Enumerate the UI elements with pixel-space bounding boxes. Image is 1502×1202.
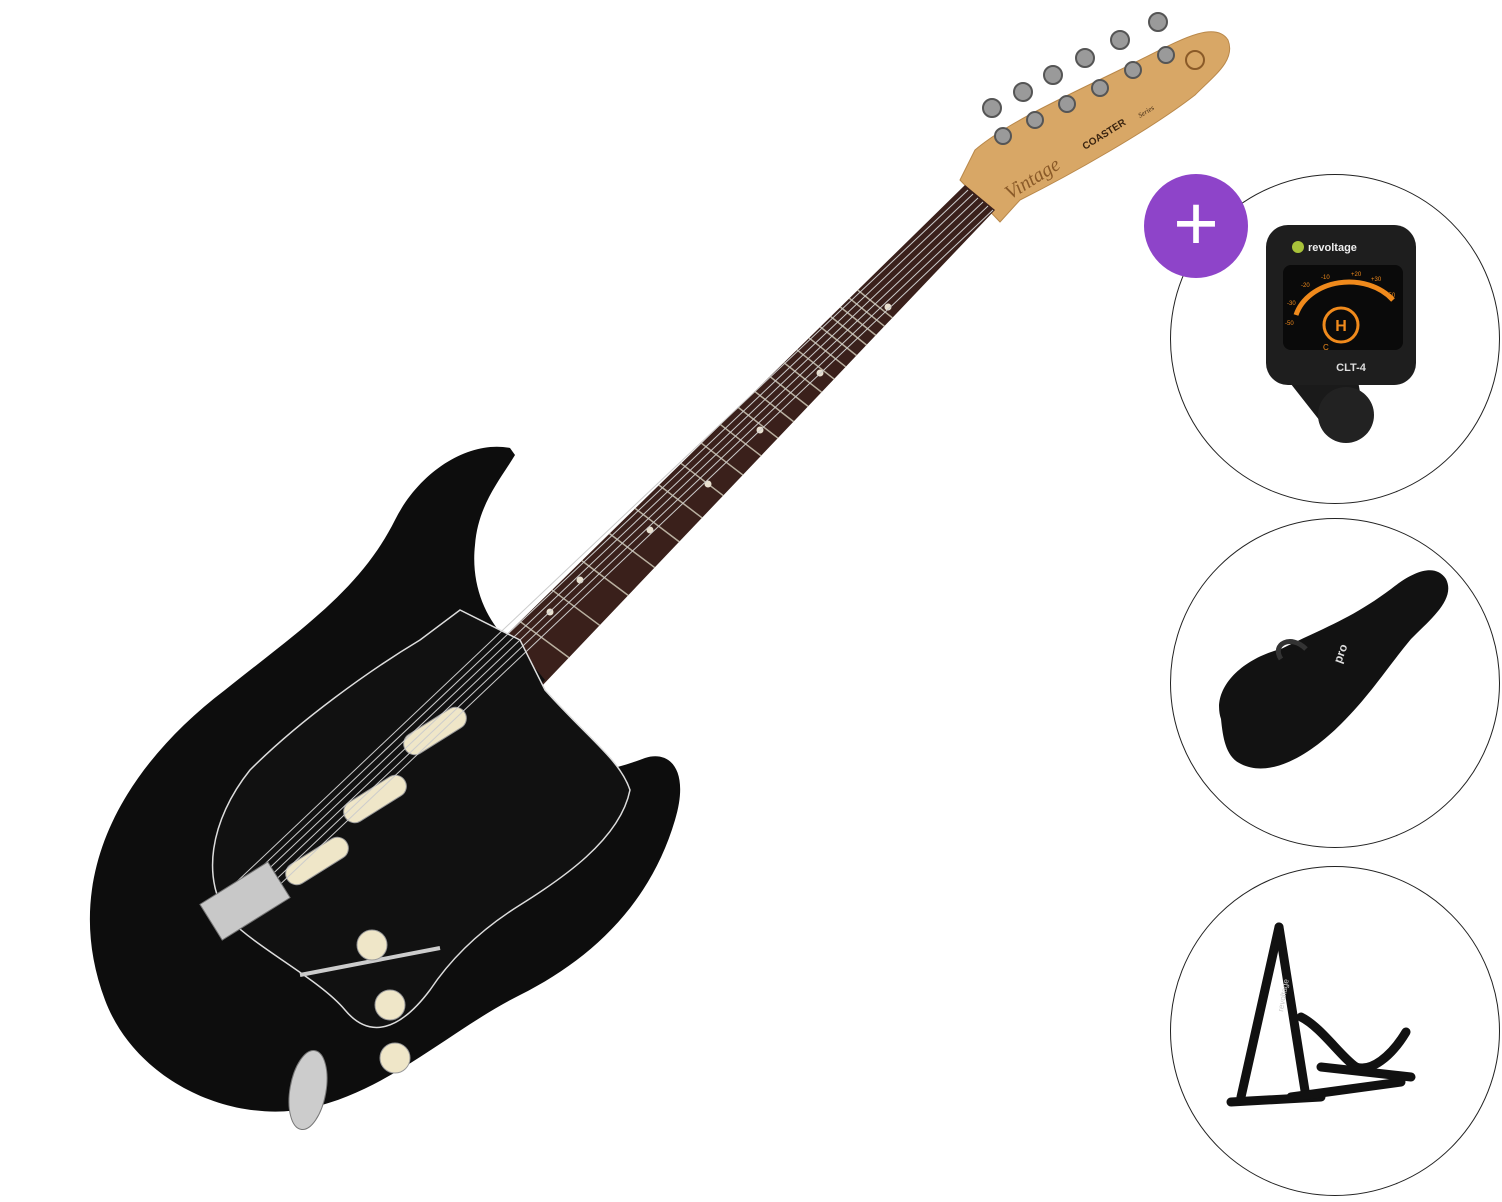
tuner-scale-label: +20 [1351, 272, 1362, 278]
pickguard [211, 609, 631, 1029]
accessory-guitar-stand[interactable]: revoltage [1170, 866, 1500, 1196]
tuner-scale-label: +30 [1371, 277, 1382, 283]
fret [819, 326, 857, 357]
tuner-note: C [1323, 343, 1329, 352]
tuner-scale-label: -20 [1301, 283, 1310, 289]
fret [519, 620, 570, 659]
gig-bag-brand: pro [1331, 642, 1351, 665]
fret [839, 306, 877, 336]
tuner-scale: -50 -30 -20 -10 +20 +30 +50 [1285, 272, 1396, 327]
tuner-scale-label: +50 [1385, 293, 1396, 299]
tuner-scale-label: -50 [1285, 321, 1294, 327]
fret [737, 406, 779, 439]
guitar-body [89, 189, 994, 1131]
tuning-pegs [982, 12, 1175, 145]
pickups [285, 706, 467, 886]
fret [634, 507, 680, 543]
string [237, 197, 979, 899]
tremolo-arm [299, 946, 441, 977]
fret [754, 390, 795, 423]
svg-text:H: H [1335, 318, 1347, 335]
string [252, 209, 994, 911]
fret-inlay [704, 480, 712, 488]
control-knobs [356, 929, 411, 1074]
plus-icon: + [1173, 179, 1219, 267]
bundle-plus-badge: + [1144, 174, 1248, 278]
fret-inlay [576, 576, 584, 584]
guitar-stand-image: revoltage [1226, 922, 1416, 1107]
fret [830, 316, 867, 346]
fret [581, 560, 629, 596]
tuner-brand: revoltage [1308, 242, 1357, 254]
bridge [199, 861, 291, 941]
fret [680, 462, 724, 497]
fret [658, 484, 703, 519]
string [227, 189, 969, 891]
tuner-scale-label: -10 [1321, 275, 1330, 281]
tuner-scale-label: -30 [1287, 301, 1296, 307]
headstock-emblem [1185, 50, 1205, 70]
string [242, 201, 984, 903]
string [232, 193, 974, 895]
jack-plate [288, 1049, 328, 1131]
gig-bag-image: pro [1219, 570, 1449, 769]
accessory-gig-bag[interactable]: pro [1170, 518, 1500, 848]
tuner-image: -50 -30 -20 -10 +20 +30 +50 H revoltage … [1266, 225, 1416, 443]
fret [701, 442, 744, 476]
fret [551, 589, 601, 626]
fret [769, 375, 809, 407]
fret-inlay [884, 303, 892, 311]
tuner-model: CLT-4 [1336, 362, 1367, 374]
string [247, 205, 989, 907]
fret-inlay [646, 526, 654, 534]
